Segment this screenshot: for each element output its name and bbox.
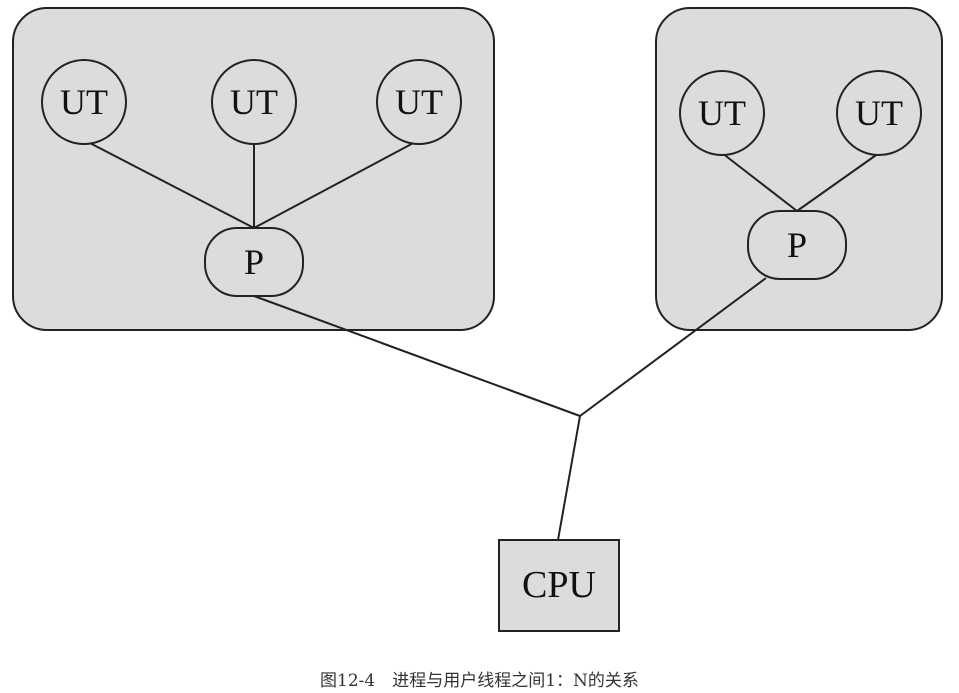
process-label: P	[244, 242, 264, 282]
figure-caption: 图12-4 进程与用户线程之间1：N的关系	[320, 671, 639, 691]
process-group-right	[655, 7, 943, 331]
cpu-label: CPU	[522, 564, 596, 606]
edge-ut1-p1	[83, 139, 255, 229]
edge-ut4-p2	[721, 152, 798, 212]
edge-p2-junction	[579, 277, 767, 417]
process-node	[747, 210, 847, 280]
user-thread-label: UT	[855, 93, 903, 133]
edge-ut3-p1	[253, 139, 420, 229]
user-thread-label: UT	[60, 82, 108, 122]
edge-p1-junction	[253, 295, 581, 417]
user-thread-label: UT	[230, 82, 278, 122]
cpu-node	[498, 539, 620, 632]
user-thread-node	[41, 59, 127, 145]
user-thread-label: UT	[395, 82, 443, 122]
edge-junction-cpu	[557, 415, 581, 541]
process-label: P	[787, 225, 807, 265]
user-thread-node	[211, 59, 297, 145]
edge-ut5-p2	[796, 152, 880, 212]
user-thread-node	[679, 70, 765, 156]
user-thread-label: UT	[698, 93, 746, 133]
user-thread-node	[836, 70, 922, 156]
process-node	[204, 227, 304, 297]
user-thread-node	[376, 59, 462, 145]
